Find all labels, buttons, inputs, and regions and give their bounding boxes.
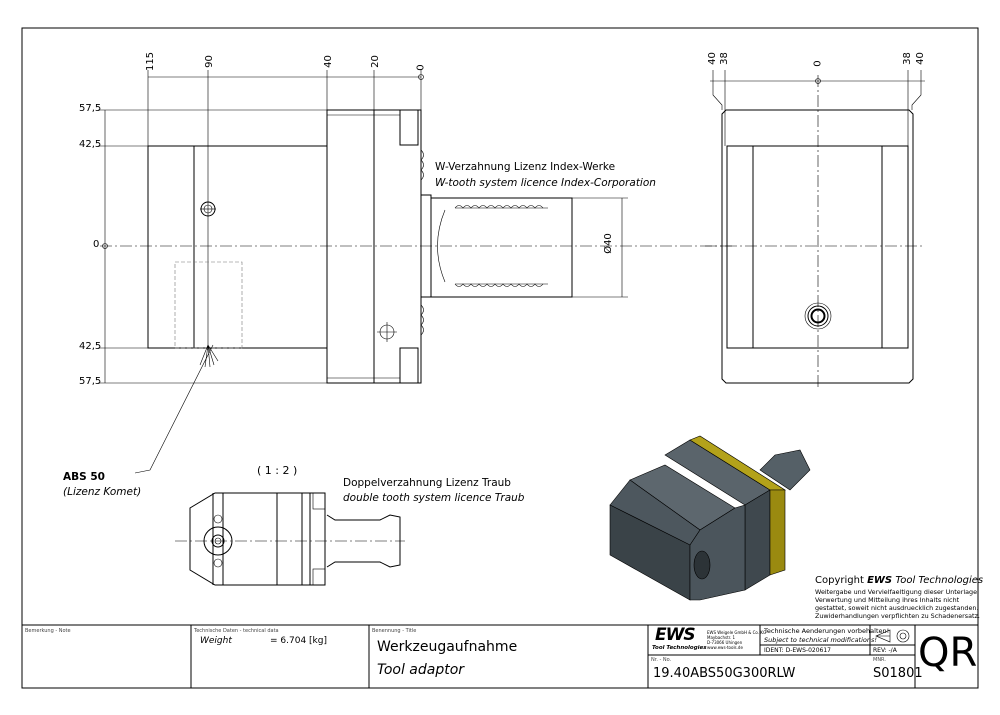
w-tooth-note-en: W-tooth system licence Index-Corporation bbox=[435, 177, 656, 189]
copyright-title: Copyright EWS Tool Technologies bbox=[815, 575, 984, 586]
dim-42-5-bottom: 42,5 bbox=[79, 341, 102, 352]
side-view bbox=[705, 70, 925, 388]
side-dim-40-right: 40 bbox=[914, 52, 926, 65]
dim-0: 0 bbox=[415, 64, 427, 71]
title-block bbox=[22, 624, 978, 688]
note-label: Bemerkung - Note bbox=[25, 628, 71, 634]
dim-57-5-bottom: 57,5 bbox=[79, 376, 102, 387]
qr-code-label: QR bbox=[918, 630, 978, 676]
dim-40: 40 bbox=[322, 55, 334, 68]
article-number: 19.40ABS50G300RLW bbox=[653, 666, 796, 681]
diameter-dim: Ø40 bbox=[602, 233, 614, 254]
isometric-view bbox=[609, 435, 811, 601]
ews-logo: EWS bbox=[655, 625, 696, 645]
side-dim-0: 0 bbox=[812, 60, 824, 67]
title-label: Benennung - Title bbox=[372, 628, 417, 634]
w-tooth-note-de: W-Verzahnung Lizenz Index-Werke bbox=[435, 161, 616, 173]
weight-value: = 6.704 [kg] bbox=[270, 636, 327, 646]
double-tooth-note-de: Doppelverzahnung Lizenz Traub bbox=[343, 477, 511, 489]
revision: REV: -/A bbox=[873, 647, 897, 654]
dim-115: 115 bbox=[145, 51, 157, 72]
dim-20: 20 bbox=[369, 55, 381, 68]
tech-data-label: Technische Daten - technical data bbox=[194, 628, 279, 634]
abs-label: ABS 50 bbox=[63, 471, 105, 483]
title-de: Werkzeugaufnahme bbox=[377, 639, 518, 655]
side-dim-38-left: 38 bbox=[718, 52, 730, 65]
abs-leader-line bbox=[134, 344, 214, 474]
title-en: Tool adaptor bbox=[377, 662, 465, 678]
dim-42-5-top: 42,5 bbox=[79, 139, 102, 150]
body-outline bbox=[147, 145, 328, 349]
detail-view bbox=[175, 492, 405, 586]
front-view bbox=[98, 70, 735, 474]
detail-scale: ( 1 : 2 ) bbox=[257, 464, 298, 477]
ident: IDENT: D-EWS-020617 bbox=[764, 647, 831, 654]
mnr-label: MNR. bbox=[873, 657, 886, 663]
copyright-notice: Weitergabe und Vervielfaeltigung dieser … bbox=[815, 588, 980, 620]
number-label: Nr. - No. bbox=[651, 657, 672, 663]
side-dim-40-left: 40 bbox=[706, 52, 718, 65]
dim-90: 90 bbox=[203, 55, 215, 68]
abs-sub-label: (Lizenz Komet) bbox=[63, 486, 142, 498]
dim-0-left: 0 bbox=[93, 239, 100, 250]
shank bbox=[430, 197, 573, 298]
dim-57-5-top: 57,5 bbox=[79, 103, 102, 114]
mnr-value: S01801 bbox=[873, 666, 923, 681]
drawing-frame bbox=[21, 27, 979, 689]
change-note-de: Technische Aenderungen vorbehalten! bbox=[764, 627, 890, 635]
change-note-en: Subject to technical modifications! bbox=[764, 636, 877, 644]
ews-logo-sub: Tool Technologies bbox=[652, 645, 707, 651]
double-tooth-note-en: double tooth system licence Traub bbox=[343, 492, 525, 504]
weight-label: Weight bbox=[200, 636, 232, 646]
side-outline bbox=[721, 109, 914, 384]
side-dim-38-right: 38 bbox=[901, 52, 913, 65]
